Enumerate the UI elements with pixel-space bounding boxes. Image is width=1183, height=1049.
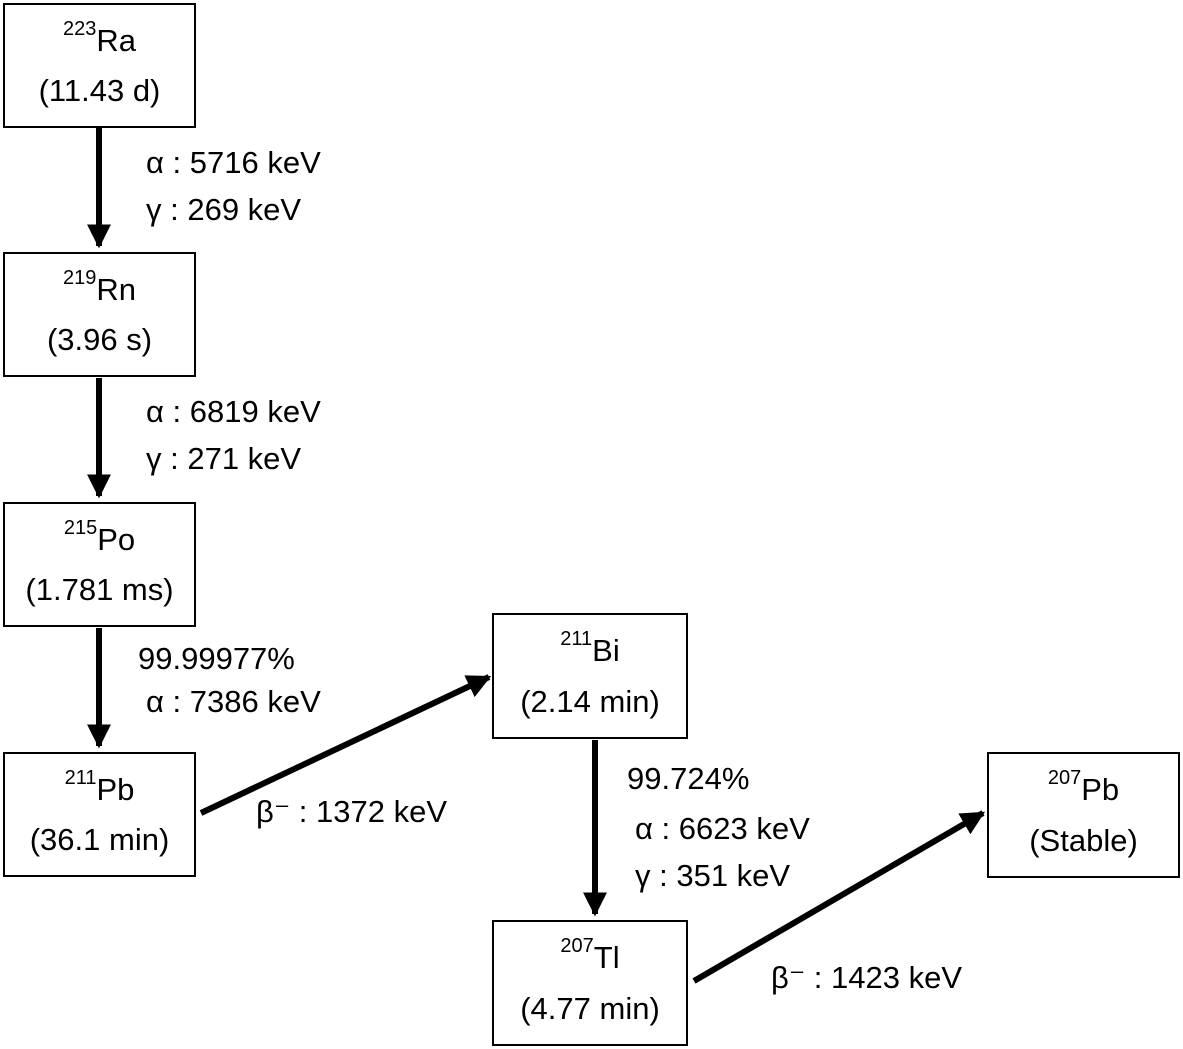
- half-life: (11.43 d): [38, 73, 161, 109]
- isotope-label: 219Rn: [62, 266, 136, 307]
- decay-ra-rn-alpha: α : 5716 keV: [146, 145, 321, 180]
- isotope-label: 211Pb: [64, 766, 135, 807]
- decay-pb-bi-beta: β⁻ : 1372 keV: [256, 794, 448, 829]
- half-life: (4.77 min): [520, 991, 660, 1026]
- decay-po-pb-branch: 99.99977%: [138, 641, 295, 676]
- isotope-label: 223Ra: [62, 17, 136, 58]
- isotope-label: 207Tl: [560, 935, 620, 975]
- isotope-label: 207Pb: [1047, 767, 1120, 807]
- decay-rn-po-gamma: γ : 271 keV: [146, 441, 302, 476]
- half-life: (Stable): [1029, 823, 1138, 858]
- isotope-label: 215Po: [63, 516, 136, 557]
- half-life: (36.1 min): [29, 822, 170, 858]
- node-tl207: 207Tl (4.77 min): [492, 920, 688, 1046]
- node-pb211: 211Pb (36.1 min): [3, 752, 196, 877]
- half-life: (2.14 min): [520, 684, 660, 719]
- arrow-pb-bi: [199, 674, 492, 816]
- decay-bi-tl-branch: 99.724%: [627, 761, 750, 796]
- decay-bi-tl-alpha: α : 6623 keV: [635, 811, 810, 846]
- node-ra223: 223Ra (11.43 d): [3, 3, 196, 128]
- decay-po-pb-alpha: α : 7386 keV: [146, 684, 321, 719]
- arrow-tl-pb: [692, 810, 986, 984]
- node-rn219: 219Rn (3.96 s): [3, 252, 196, 377]
- decay-rn-po-alpha: α : 6819 keV: [146, 394, 321, 429]
- node-pb207: 207Pb (Stable): [987, 752, 1180, 878]
- half-life: (3.96 s): [46, 322, 153, 358]
- isotope-label: 211Bi: [560, 628, 620, 668]
- node-bi211: 211Bi (2.14 min): [492, 613, 688, 739]
- half-life: (1.781 ms): [25, 572, 174, 608]
- decay-ra-rn-gamma: γ : 269 keV: [146, 192, 302, 227]
- decay-tl-pb-beta: β⁻ : 1423 keV: [771, 960, 963, 995]
- decay-bi-tl-gamma: γ : 351 keV: [635, 858, 791, 893]
- node-po215: 215Po (1.781 ms): [3, 502, 196, 627]
